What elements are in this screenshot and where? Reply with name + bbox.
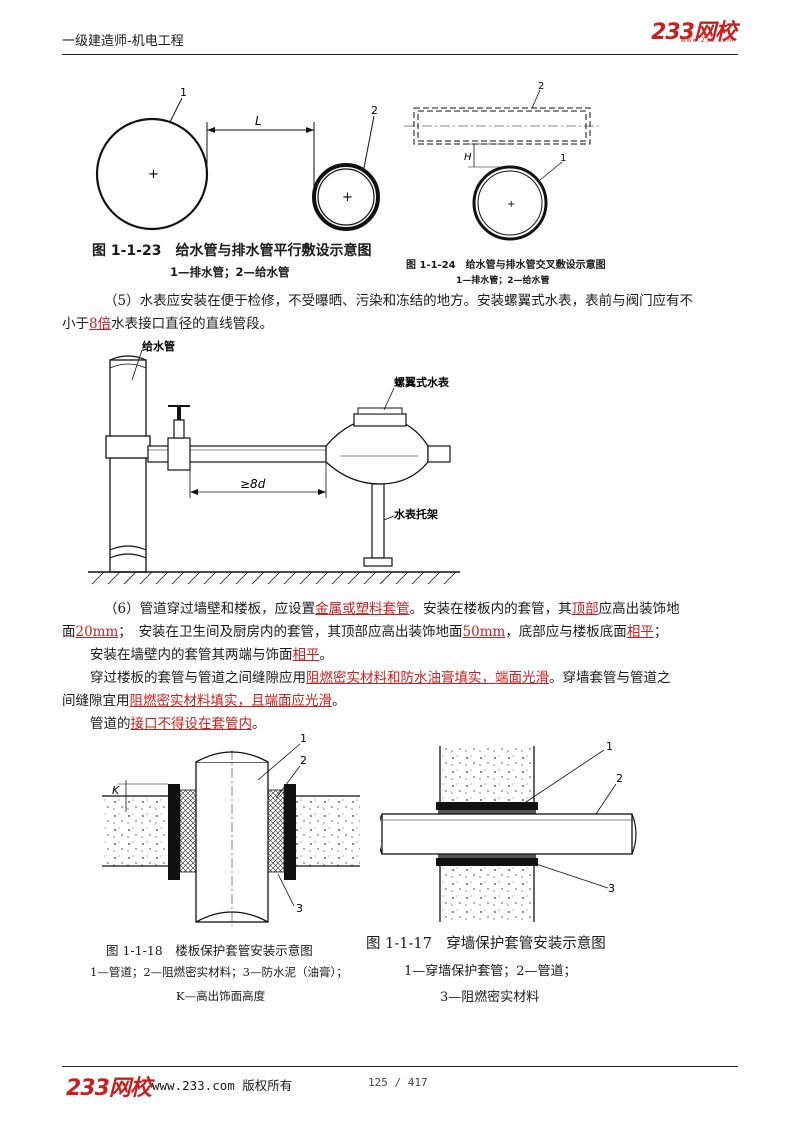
svg-text:1: 1	[560, 153, 566, 164]
figure-1-1-24-legend: 1—排水管；2—给水管	[456, 276, 550, 286]
svg-text:2: 2	[371, 104, 378, 117]
label-water-pipe: 给水管	[142, 339, 175, 353]
svg-text:2: 2	[538, 81, 544, 92]
svg-text:1: 1	[606, 740, 613, 753]
figure-1-1-24-diagram: + H 2 1	[404, 81, 600, 241]
paragraph-6-line-2: 面20mm； 安装在卫生间及厨房内的套管，其顶部应高出装饰地面50mm，底部应与…	[62, 624, 668, 640]
highlight-8x: 8倍	[89, 316, 112, 332]
brand-logo-url: www.233.com	[680, 37, 734, 44]
footer-brand-logo: 233网校	[66, 1076, 152, 1101]
svg-text:+: +	[148, 167, 159, 182]
figure-1-1-23-diagram: + + L 1 2	[95, 86, 380, 231]
figure-1-1-23-caption: 图 1-1-23 给水管与排水管平行敷设示意图	[92, 243, 372, 259]
svg-text:2: 2	[300, 754, 307, 767]
svg-text:1: 1	[180, 86, 187, 99]
svg-text:H: H	[464, 152, 472, 163]
footer-copyright: www.233.com 版权所有	[152, 1078, 293, 1093]
label-meter-support: 水表托架	[394, 507, 438, 521]
svg-text:1: 1	[300, 732, 307, 745]
figure-1-1-18-diagram: K 1 2 3	[102, 732, 360, 926]
svg-text:3: 3	[296, 902, 303, 915]
figure-1-1-17-legend-1: 1—穿墙保护套管；2—管道；	[404, 964, 577, 979]
svg-text:K: K	[112, 784, 120, 797]
label-rotary-meter: 螺翼式水表	[394, 375, 450, 389]
figure-1-1-24-caption: 图 1-1-24 给水管与排水管交叉敷设示意图	[406, 260, 606, 271]
figure-1-1-17-caption: 图 1-1-17 穿墙保护套管安装示意图	[366, 936, 606, 952]
paragraph-6-line-6: 管道的接口不得设在套管内。	[90, 716, 266, 732]
figure-1-1-18-legend-1: 1—管道；2—阻燃密实材料；3—防水泥（油膏）；	[90, 965, 348, 979]
svg-text:3: 3	[608, 882, 615, 895]
figure-1-1-18-caption: 图 1-1-18 楼板保护套管安装示意图	[106, 943, 313, 958]
footer-rule	[62, 1066, 738, 1067]
document-header-title: 一级建造师-机电工程	[62, 34, 184, 49]
figure-1-1-17-diagram: 1 2 3	[380, 740, 637, 922]
paragraph-6-line-4: 穿过楼板的套管与管道之间缝隙应用阻燃密实材料和防水油膏填实，端面光滑。穿墙套管与…	[90, 670, 671, 686]
figure-1-1-18-legend-2: K—高出饰面高度	[176, 989, 266, 1003]
label-L: L	[255, 114, 262, 128]
brand-logo: 233网校	[651, 20, 737, 45]
svg-text:+: +	[507, 199, 515, 210]
paragraph-6-line-5: 间缝隙宜用阻燃密实材料填实，且端面应光滑。	[62, 693, 346, 709]
figure-1-1-17-legend-2: 3—阻燃密实材料	[440, 990, 540, 1005]
header-rule	[62, 54, 738, 55]
paragraph-6-line-1: （6）管道穿过墙壁和楼板，应设置金属或塑料套管。安装在楼板内的套管，其顶部应高出…	[104, 601, 680, 617]
svg-text:2: 2	[616, 772, 623, 785]
paragraph-6-line-3: 安装在墙壁内的套管其两端与饰面相平。	[90, 647, 333, 663]
water-meter-installation-diagram: ≥8d 给水管 螺翼式水表 水表托架	[88, 339, 460, 585]
paragraph-5-line-2: 小于8倍水表接口直径的直线管段。	[62, 316, 274, 332]
paragraph-5-line-1: （5）水表应安装在便于检修，不受曝晒、污染和冻结的地方。安装螺翼式水表，表前与阀…	[104, 293, 694, 309]
figure-1-1-23-legend: 1—排水管；2—给水管	[170, 265, 290, 279]
page-number: 125 / 417	[368, 1076, 428, 1089]
svg-text:≥8d: ≥8d	[240, 477, 266, 491]
svg-text:+: +	[342, 190, 353, 205]
